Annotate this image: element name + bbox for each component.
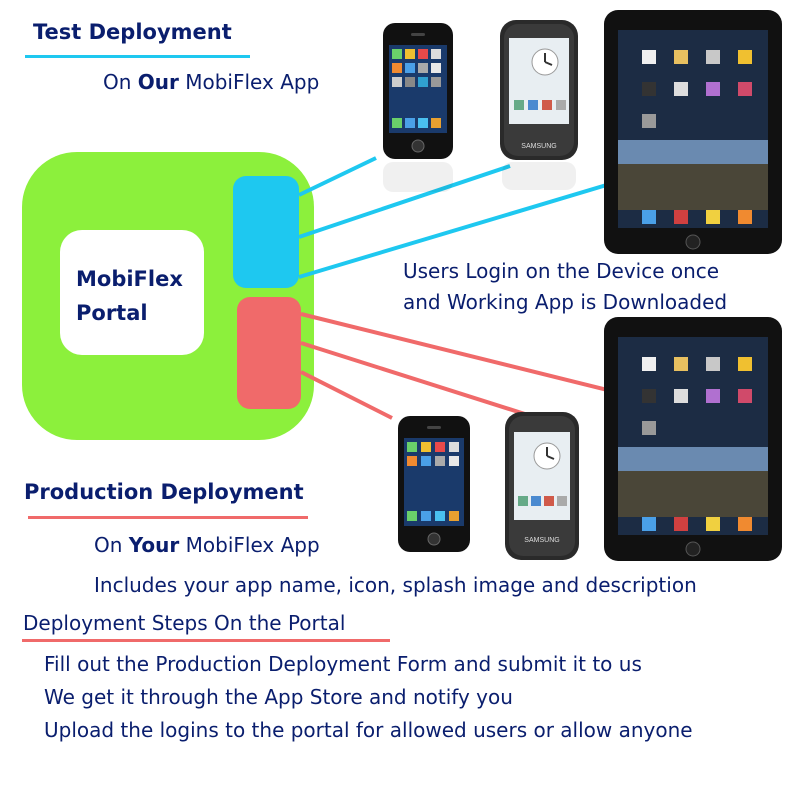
login-note-line1: Users Login on the Device once (403, 259, 720, 283)
portal-core (60, 230, 204, 355)
production-line-iphone (300, 370, 393, 420)
test-title-underline (25, 55, 250, 58)
step-item: We get it through the App Store and noti… (44, 685, 513, 709)
device-brand-label: SAMSUNG (524, 537, 559, 544)
steps-title: Deployment Steps On the Portal (23, 611, 346, 635)
device-brand-label: SAMSUNG (521, 143, 556, 150)
production-includes: Includes your app name, icon, splash ima… (94, 573, 697, 597)
test-line-ipad (298, 173, 641, 279)
step-item: Fill out the Production Deployment Form … (44, 652, 642, 676)
ipad-icon (604, 317, 782, 561)
test-connector-block (233, 176, 299, 288)
production-title-underline (28, 516, 308, 519)
production-deployment-title: Production Deployment (24, 480, 304, 504)
test-subtitle-emphasis: Our (137, 70, 179, 94)
login-note: Users Login on the Device once and Worki… (403, 256, 727, 318)
production-subtitle-emphasis: Your (128, 533, 180, 557)
portal-label-line2: Portal (76, 301, 148, 325)
ipad-icon (604, 10, 782, 254)
production-line-android (300, 341, 529, 417)
iphone-icon (398, 416, 470, 552)
production-subtitle: On Your MobiFlex App (94, 533, 320, 557)
test-line-iphone (298, 156, 377, 197)
iphone-icon (383, 23, 453, 159)
production-connector-block (237, 297, 301, 409)
step-item: Upload the logins to the portal for allo… (44, 718, 693, 742)
portal-label-line1: MobiFlex (76, 267, 183, 291)
test-line-android (298, 164, 511, 239)
portal-label: MobiFlex Portal (76, 262, 183, 330)
test-deployment-title: Test Deployment (33, 20, 232, 44)
android-phone-icon: SAMSUNG (505, 412, 579, 560)
steps-title-underline (22, 639, 390, 642)
test-subtitle: On Our MobiFlex App (103, 70, 320, 94)
login-note-line2: and Working App is Downloaded (403, 290, 728, 314)
android-phone-icon: SAMSUNG (500, 20, 578, 160)
